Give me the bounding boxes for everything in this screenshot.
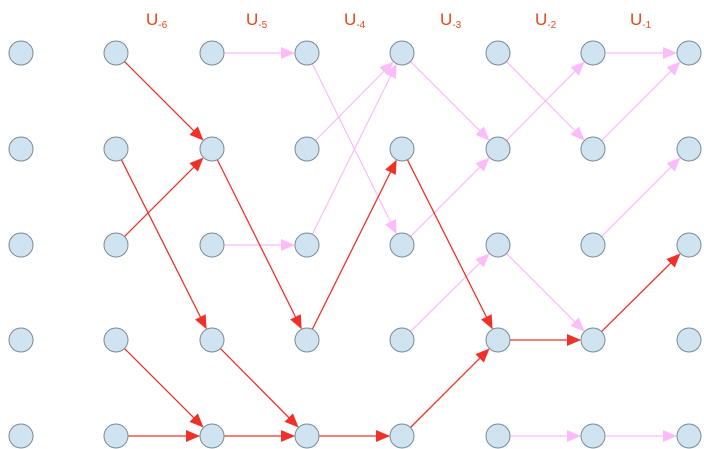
strong-edge (124, 157, 204, 237)
column-label: U-5 (246, 10, 268, 31)
node (485, 136, 511, 162)
node (389, 423, 415, 449)
node (580, 136, 606, 162)
node (199, 40, 225, 66)
node (103, 232, 129, 258)
node (676, 40, 702, 66)
faint-edge (315, 61, 394, 141)
faint-edge (311, 63, 397, 235)
node (676, 232, 702, 258)
column-label-subscript: -3 (452, 20, 461, 31)
column-label-main: U (246, 10, 258, 29)
column-label-main: U (630, 10, 642, 29)
column-label: U-1 (630, 10, 652, 31)
node (580, 40, 606, 66)
faint-edge (506, 253, 585, 332)
faint-edge (410, 61, 490, 141)
node-grid (8, 40, 702, 449)
faint-edge (410, 157, 490, 237)
column-label-subscript: -4 (356, 20, 365, 31)
column-label: U-2 (535, 10, 557, 31)
faint-edges (224, 47, 681, 442)
column-label-subscript: -1 (642, 20, 651, 31)
column-label: U-4 (344, 10, 366, 31)
strong-edge (124, 61, 204, 141)
node (389, 232, 415, 258)
node (294, 40, 320, 66)
strong-edge (601, 253, 681, 333)
column-label-subscript: -2 (547, 20, 556, 31)
strong-edge (120, 159, 207, 330)
node (676, 136, 702, 162)
column-label-subscript: -5 (258, 20, 267, 31)
column-label-main: U (344, 10, 356, 29)
node (8, 136, 34, 162)
node (294, 136, 320, 162)
node (199, 327, 225, 353)
node (580, 327, 606, 353)
column-label: U-3 (440, 10, 462, 31)
node (389, 327, 415, 353)
strong-edge (219, 348, 299, 428)
node (389, 40, 415, 66)
column-label-main: U (440, 10, 452, 29)
node (103, 423, 129, 449)
node (580, 423, 606, 449)
strong-edge (311, 159, 397, 330)
node (485, 40, 511, 66)
node (485, 327, 511, 353)
faint-edge (601, 157, 681, 237)
node (199, 423, 225, 449)
node (103, 327, 129, 353)
column-label-main: U (535, 10, 547, 29)
node (580, 232, 606, 258)
node (103, 136, 129, 162)
node (8, 232, 34, 258)
node (676, 423, 702, 449)
strong-edge (410, 348, 490, 428)
faint-edge (601, 61, 681, 141)
column-label: U-6 (146, 10, 168, 31)
node (485, 423, 511, 449)
node (8, 423, 34, 449)
strong-edge (406, 159, 493, 330)
strong-edge (216, 159, 302, 330)
node (676, 327, 702, 353)
node (294, 423, 320, 449)
node (294, 232, 320, 258)
node (8, 327, 34, 353)
node (8, 40, 34, 66)
faint-edge (410, 253, 490, 332)
strong-edges (120, 61, 681, 442)
column-label-main: U (146, 10, 158, 29)
node (485, 232, 511, 258)
node (103, 40, 129, 66)
node (389, 136, 415, 162)
faint-edge (506, 61, 585, 141)
strong-edge (124, 348, 204, 428)
node (294, 327, 320, 353)
column-label-subscript: -6 (158, 20, 167, 31)
node (199, 232, 225, 258)
node (199, 136, 225, 162)
